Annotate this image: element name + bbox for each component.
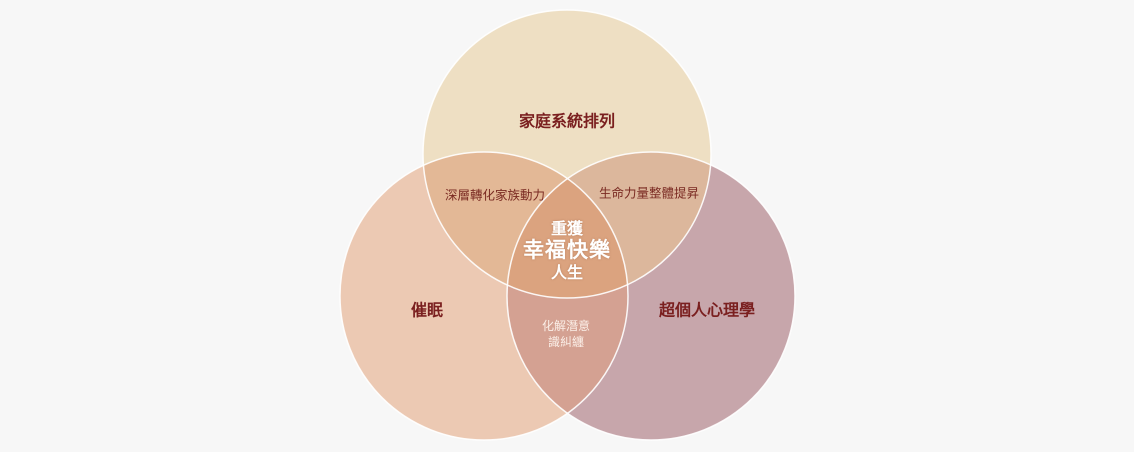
region-center [507,152,628,298]
center-line3: 人生 [550,263,583,283]
label-family-constellation: 家庭系統排列 [518,111,616,131]
label-hypnosis: 催眠 [410,300,444,320]
center-line1: 重獲 [550,219,583,239]
label-top-right-overlap: 生命力量整體提昇 [598,185,700,201]
label-left-right-line2: 識糾纏 [547,335,585,349]
label-top-left-overlap: 深層轉化家族動力 [444,187,546,203]
label-left-right-overlap: 化解潛意 識糾纏 [542,318,590,350]
center-line2: 幸福快樂 [523,238,611,263]
label-transpersonal-psychology: 超個人心理學 [658,300,756,320]
label-center: 重獲 幸福快樂 人生 [523,219,611,283]
label-left-right-line1: 化解潛意 [541,318,591,333]
